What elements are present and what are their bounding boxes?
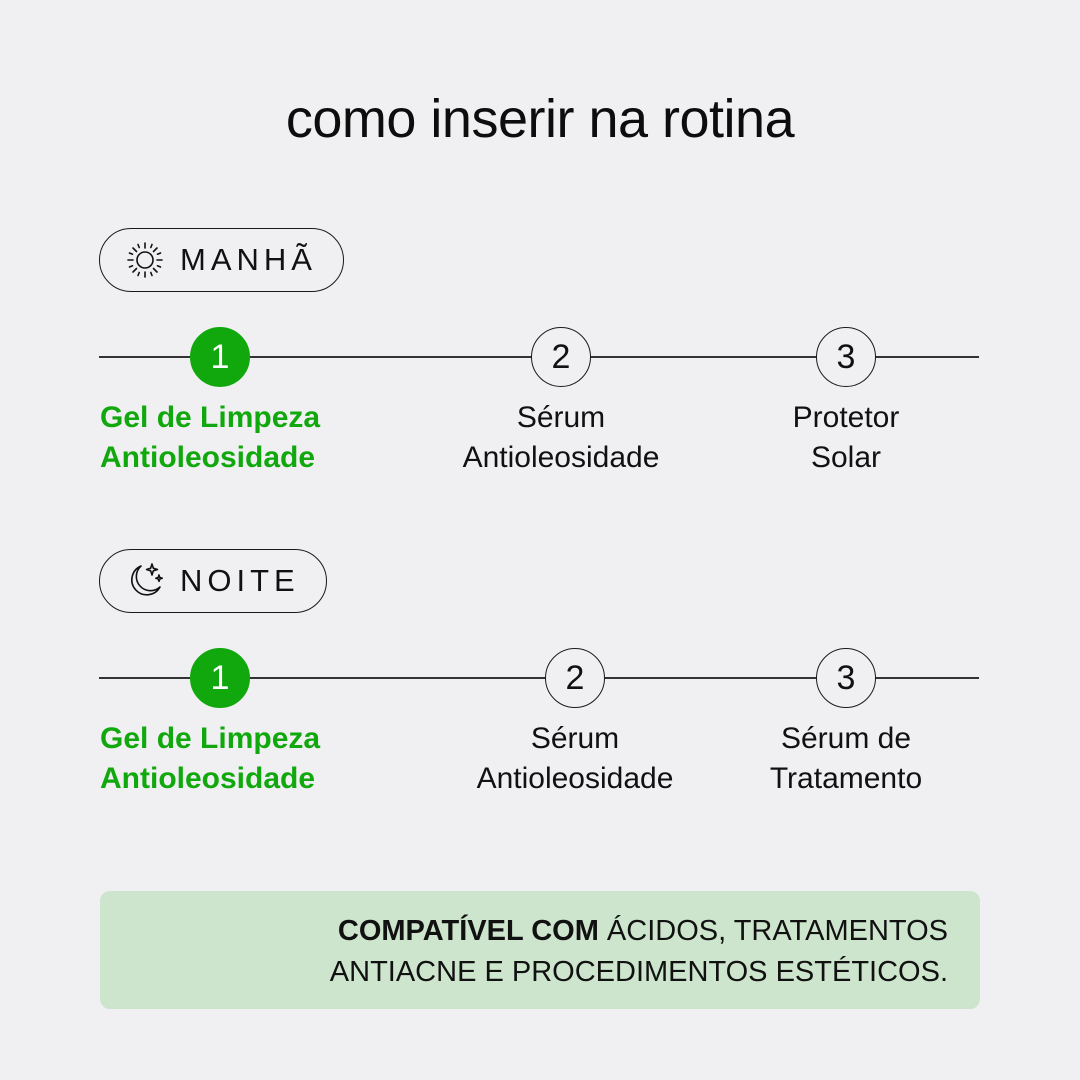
moon-stars-icon [124,560,166,602]
note-line-1-rest: ÁCIDOS, TRATAMENTOS [598,915,948,947]
morning-step-2-circle: 2 [531,327,591,387]
note-line-1: COMPATÍVEL COM ÁCIDOS, TRATAMENTOS [100,911,948,952]
morning-label: MANHÃ [180,242,317,277]
note-bold: COMPATÍVEL COM [337,915,599,947]
night-timeline [99,677,979,679]
morning-step-1-label: Gel de Limpeza Antioleosidade [100,401,321,474]
compatibility-note: COMPATÍVEL COM ÁCIDOS, TRATAMENTOS ANTIA… [100,891,980,1009]
night-step-3-label: Sérum de Tratamento [769,722,923,795]
night-step-2-label: Sérum Antioleosidade [476,722,674,795]
night-pill: NOITE [99,549,327,613]
morning-step-2-label: Sérum Antioleosidade [462,401,660,474]
note-line-2: ANTIACNE E PROCEDIMENTOS ESTÉTICOS. [329,956,948,988]
morning-step-1-circle: 1 [190,327,250,387]
morning-step-3-label: Protetor Solar [792,401,900,474]
morning-step-3-circle: 3 [816,327,876,387]
night-step-1-label: Gel de Limpeza Antioleosidade [100,722,321,795]
page-title: como inserir na rotina [285,89,795,149]
night-step-2-circle: 2 [545,648,605,708]
night-label: NOITE [180,563,300,598]
night-step-1-circle: 1 [190,648,250,708]
sun-icon [124,239,166,281]
morning-pill: MANHÃ [99,228,344,292]
night-step-3-circle: 3 [816,648,876,708]
